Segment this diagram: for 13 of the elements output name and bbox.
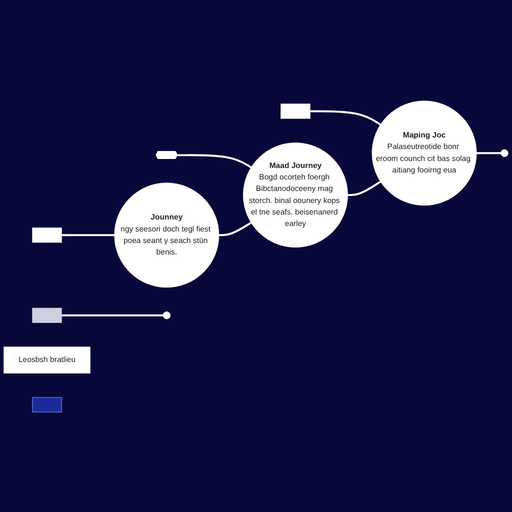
connector <box>310 110 382 125</box>
connector <box>476 152 501 154</box>
connector <box>62 234 114 236</box>
connector <box>178 154 252 168</box>
connector <box>218 221 252 236</box>
connector <box>62 314 164 316</box>
connector <box>348 180 382 196</box>
node-box <box>32 396 62 412</box>
node-box <box>32 227 62 242</box>
node-box <box>280 103 310 118</box>
node-circle <box>162 310 171 319</box>
node-circle <box>500 148 508 157</box>
node-box <box>32 307 62 322</box>
